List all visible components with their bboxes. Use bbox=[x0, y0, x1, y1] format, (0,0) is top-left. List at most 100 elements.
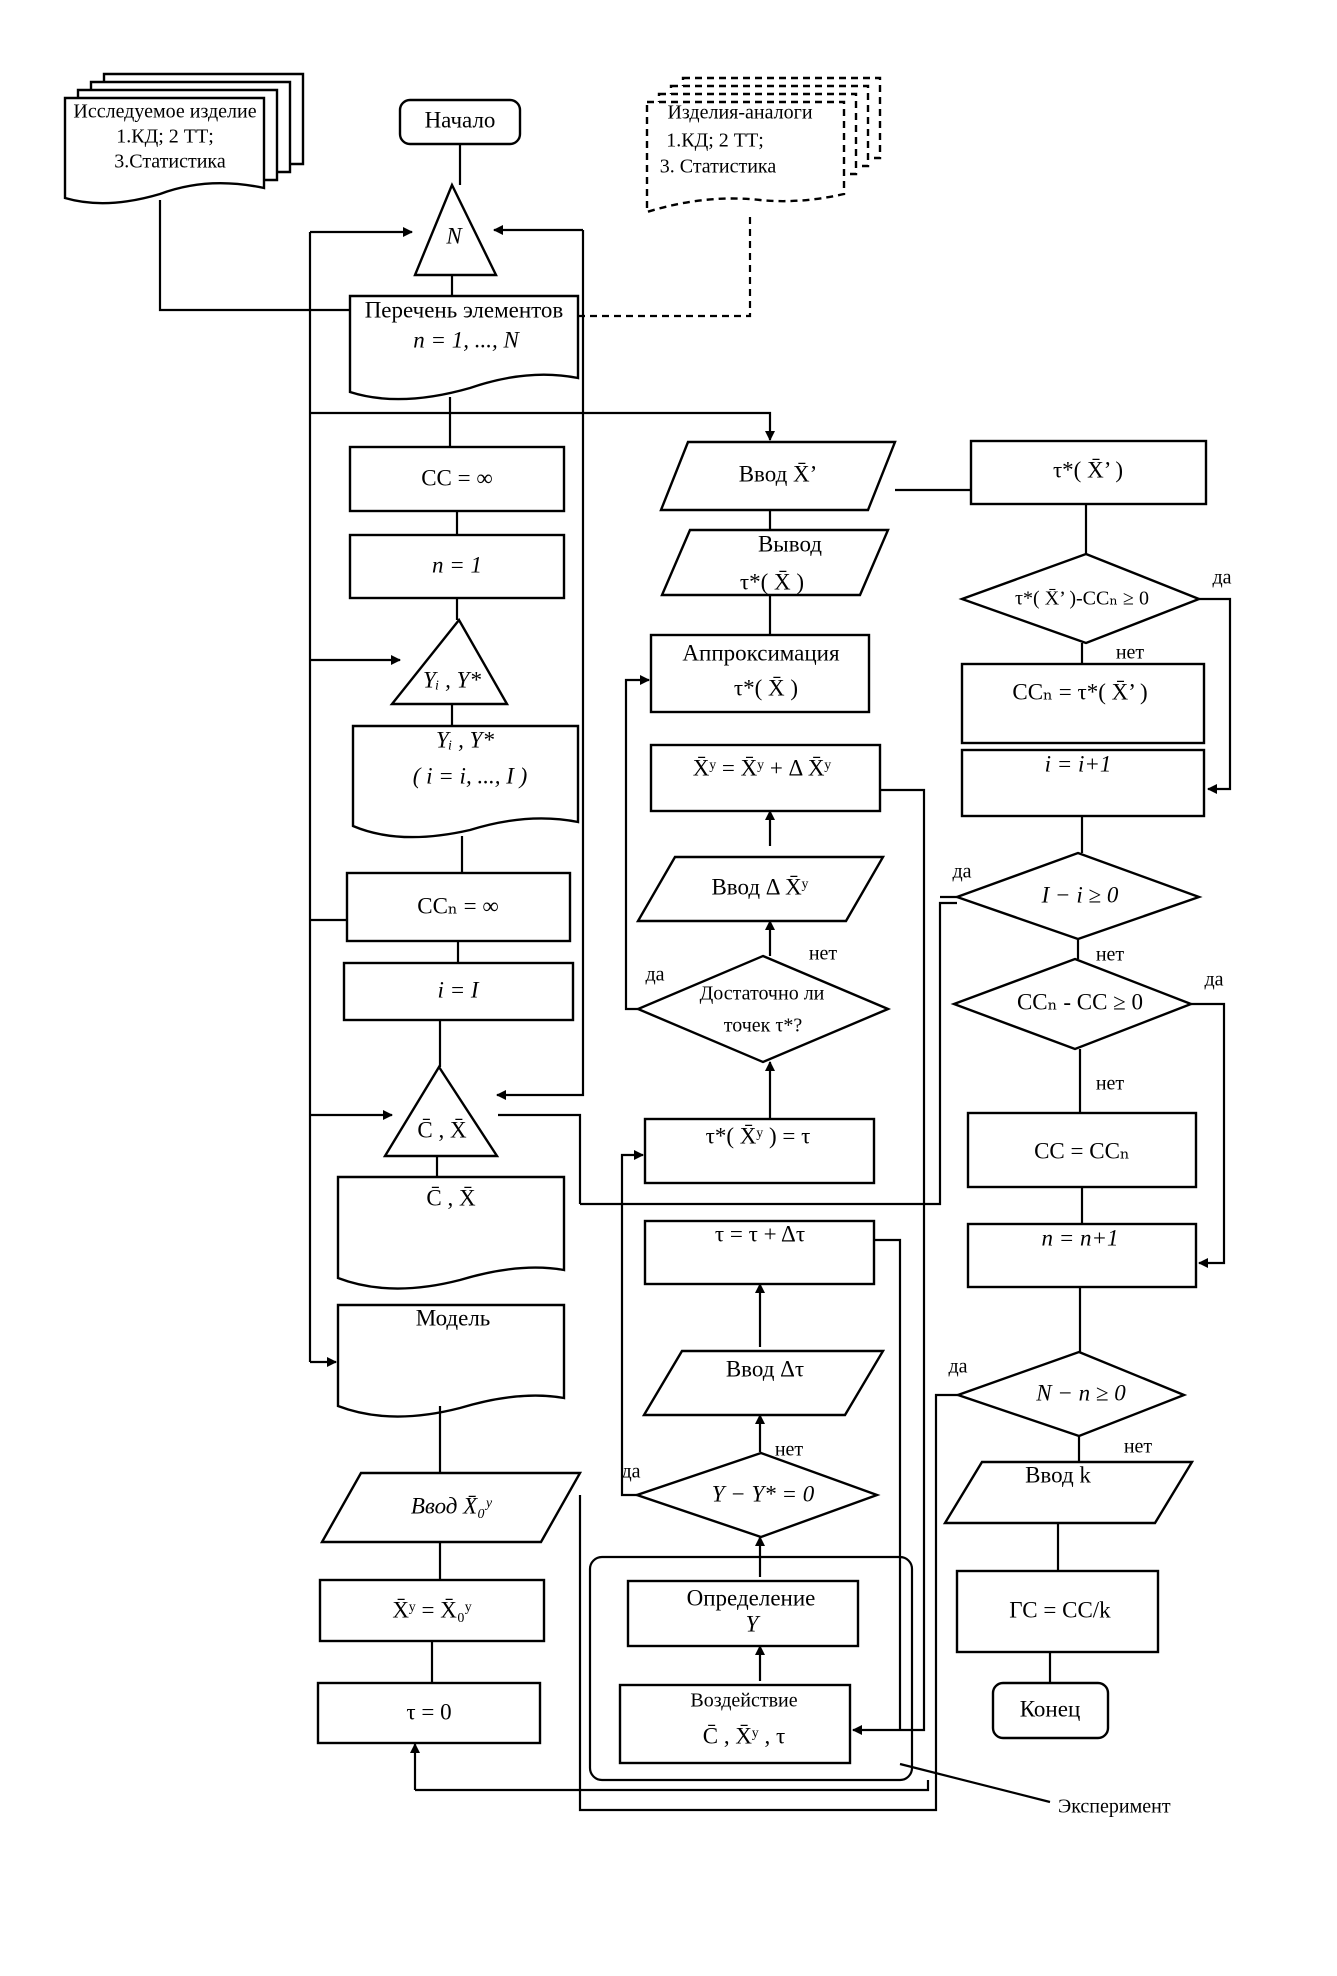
input-k-label: Ввод k bbox=[1025, 1462, 1091, 1487]
approximation-value: τ*( X̄ ) bbox=[734, 675, 798, 700]
determine-y-value: Y bbox=[746, 1611, 761, 1636]
input-dtau-label: Ввод Δτ bbox=[726, 1356, 804, 1381]
input-dx-parallelogram: Ввод Δ X̄ʸ bbox=[635, 855, 886, 923]
input-dx-label: Ввод Δ X̄ʸ bbox=[711, 874, 808, 899]
loop-n-triangle: N bbox=[413, 182, 498, 277]
tau-step-box: τ = τ + Δτ bbox=[643, 1219, 876, 1286]
tau-init-label: τ = 0 bbox=[406, 1699, 451, 1724]
x-update-box: X̄ʸ = X̄ʸ + Δ X̄ʸ bbox=[649, 743, 882, 813]
loop-n-label: N bbox=[445, 223, 463, 248]
cc-init-box: CC = ∞ bbox=[348, 445, 566, 513]
model-label: Модель bbox=[416, 1305, 491, 1330]
y-doc: Yᵢ , Y* ( i = i, ..., I ) bbox=[351, 724, 580, 839]
y-doc-line-2: ( i = i, ..., I ) bbox=[413, 763, 528, 788]
experiment-frame bbox=[588, 1555, 914, 1782]
enough-points-line-2: точек τ*? bbox=[724, 1015, 803, 1037]
ccn-init-label: CCₙ = ∞ bbox=[417, 893, 499, 918]
studied-title: Исследуемое изделие bbox=[73, 101, 256, 123]
gs-label: ГС = CC/k bbox=[1009, 1597, 1111, 1622]
i-step-label: i = i+1 bbox=[1045, 751, 1112, 776]
n-step-box: n = n+1 bbox=[966, 1222, 1198, 1289]
x-update-label: X̄ʸ = X̄ʸ + Δ X̄ʸ bbox=[693, 755, 832, 780]
label-yes-cmp-i: да bbox=[952, 861, 971, 883]
cmp1-label: τ*( X̄’ )-CCₙ ≥ 0 bbox=[1015, 588, 1149, 610]
studied-product-doc: Исследуемое изделие 1.КД; 2 ТТ; 3.Статис… bbox=[63, 72, 305, 205]
elements-list-range: n = 1, ..., N bbox=[413, 327, 520, 352]
start-terminal: Начало bbox=[398, 98, 522, 146]
end-label: Конец bbox=[1020, 1696, 1081, 1721]
cmp-i-diamond: I − i ≥ 0 bbox=[953, 851, 1203, 941]
tau-step-label: τ = τ + Δτ bbox=[715, 1221, 805, 1246]
impact-value: C̄ , X̄ʸ , τ bbox=[703, 1723, 786, 1748]
input-x0-parallelogram: Ввод X̄₀ʸ bbox=[319, 1471, 583, 1544]
label-yes-y-check: да bbox=[621, 1461, 640, 1483]
input-k-parallelogram: Ввод k bbox=[942, 1460, 1195, 1525]
cmp-n-label: N − n ≥ 0 bbox=[1035, 1380, 1126, 1405]
cmp-n-diamond: N − n ≥ 0 bbox=[954, 1350, 1188, 1438]
label-yes-cmp-n: да bbox=[948, 1356, 967, 1378]
analogs-title: Изделия-аналоги bbox=[667, 102, 812, 124]
i-step-box: i = i+1 bbox=[960, 748, 1206, 818]
input-x0-label: Ввод X̄₀ʸ bbox=[411, 1493, 492, 1518]
enough-points-diamond: Достаточно ли точек τ*? bbox=[634, 954, 892, 1064]
i-init-label: i = I bbox=[437, 977, 479, 1002]
analog-products-doc: Изделия-аналоги 1.КД; 2 ТТ; 3. Статистик… bbox=[645, 76, 882, 214]
x-assign-box: X̄ʸ = X̄₀ʸ bbox=[318, 1578, 546, 1643]
cc-assign-label: CC = CCₙ bbox=[1034, 1138, 1130, 1163]
tau-assign-box: τ*( X̄ʸ ) = τ bbox=[643, 1117, 876, 1185]
impact-title: Воздействие bbox=[690, 1690, 797, 1712]
loop-y-label: Yᵢ , Y* bbox=[423, 667, 481, 692]
tau-assign-label: τ*( X̄ʸ ) = τ bbox=[706, 1123, 811, 1148]
model-doc: Модель bbox=[336, 1303, 566, 1418]
experiment-label: Эксперимент bbox=[1058, 1796, 1171, 1818]
y-doc-line-1: Yᵢ , Y* bbox=[436, 727, 494, 752]
input-x-parallelogram: Ввод X̄’ bbox=[659, 440, 897, 512]
impact-box: Воздействие C̄ , X̄ʸ , τ bbox=[618, 1683, 852, 1765]
gs-box: ГС = CC/k bbox=[955, 1569, 1160, 1654]
output-tau-value: τ*( X̄ ) bbox=[740, 569, 804, 594]
analogs-line-2: 3. Статистика bbox=[660, 156, 777, 178]
cx-doc: C̄ , X̄ bbox=[336, 1175, 566, 1290]
input-x-label: Ввод X̄’ bbox=[739, 461, 818, 486]
label-no-cmp-i: нет bbox=[1096, 944, 1125, 966]
label-yes-enough: да bbox=[645, 964, 664, 986]
i-init-box: i = I bbox=[342, 961, 575, 1022]
n-init-box: n = 1 bbox=[348, 533, 566, 600]
cmp1-diamond: τ*( X̄’ )-CCₙ ≥ 0 bbox=[958, 552, 1203, 645]
ccn-assign-box: CCₙ = τ*( X̄’ ) bbox=[960, 662, 1206, 745]
elements-list-doc: Перечень элементов n = 1, ..., N bbox=[348, 294, 580, 401]
input-dtau-parallelogram: Ввод Δτ bbox=[641, 1349, 886, 1417]
label-no-cmp-n: нет bbox=[1124, 1436, 1153, 1458]
x-assign-label: X̄ʸ = X̄₀ʸ bbox=[392, 1597, 472, 1622]
cmp-cc-label: CCₙ - CC ≥ 0 bbox=[1017, 989, 1143, 1014]
end-terminal: Конец bbox=[991, 1681, 1110, 1740]
output-tau-parallelogram: Вывод τ*( X̄ ) bbox=[660, 528, 890, 597]
start-label: Начало bbox=[425, 107, 496, 132]
label-no-y-check: нет bbox=[775, 1439, 804, 1461]
y-check-diamond: Y − Y* = 0 bbox=[633, 1451, 881, 1539]
cc-init-label: CC = ∞ bbox=[421, 465, 493, 490]
ccn-assign-label: CCₙ = τ*( X̄’ ) bbox=[1012, 679, 1147, 704]
studied-line-1: 1.КД; 2 ТТ; bbox=[116, 126, 214, 148]
tau-x-label: τ*( X̄’ ) bbox=[1053, 457, 1123, 482]
label-no-cmp1: нет bbox=[1116, 642, 1145, 664]
output-tau-title: Вывод bbox=[758, 531, 822, 556]
label-yes-cmp1: да bbox=[1212, 567, 1231, 589]
approximation-box: Аппроксимация τ*( X̄ ) bbox=[649, 633, 871, 714]
cc-assign-box: CC = CCₙ bbox=[966, 1111, 1198, 1189]
determine-y-title: Определение bbox=[687, 1585, 816, 1610]
label-no-enough: нет bbox=[809, 943, 838, 965]
cmp-cc-diamond: CCₙ - CC ≥ 0 bbox=[950, 957, 1195, 1051]
label-no-cmp-cc: нет bbox=[1096, 1073, 1125, 1095]
elements-list-title: Перечень элементов bbox=[365, 297, 564, 322]
determine-y-box: Определение Y bbox=[626, 1579, 860, 1648]
connectors bbox=[158, 144, 1232, 1812]
enough-points-line-1: Достаточно ли bbox=[700, 983, 825, 1005]
approximation-title: Аппроксимация bbox=[682, 640, 840, 665]
n-init-label: n = 1 bbox=[432, 552, 482, 577]
studied-line-2: 3.Статистика bbox=[114, 151, 226, 173]
n-step-label: n = n+1 bbox=[1041, 1225, 1118, 1250]
loop-y-triangle: Yᵢ , Y* bbox=[389, 617, 510, 706]
branch-labels: да нет да нет да нет да нет да нет да не… bbox=[621, 567, 1231, 1818]
